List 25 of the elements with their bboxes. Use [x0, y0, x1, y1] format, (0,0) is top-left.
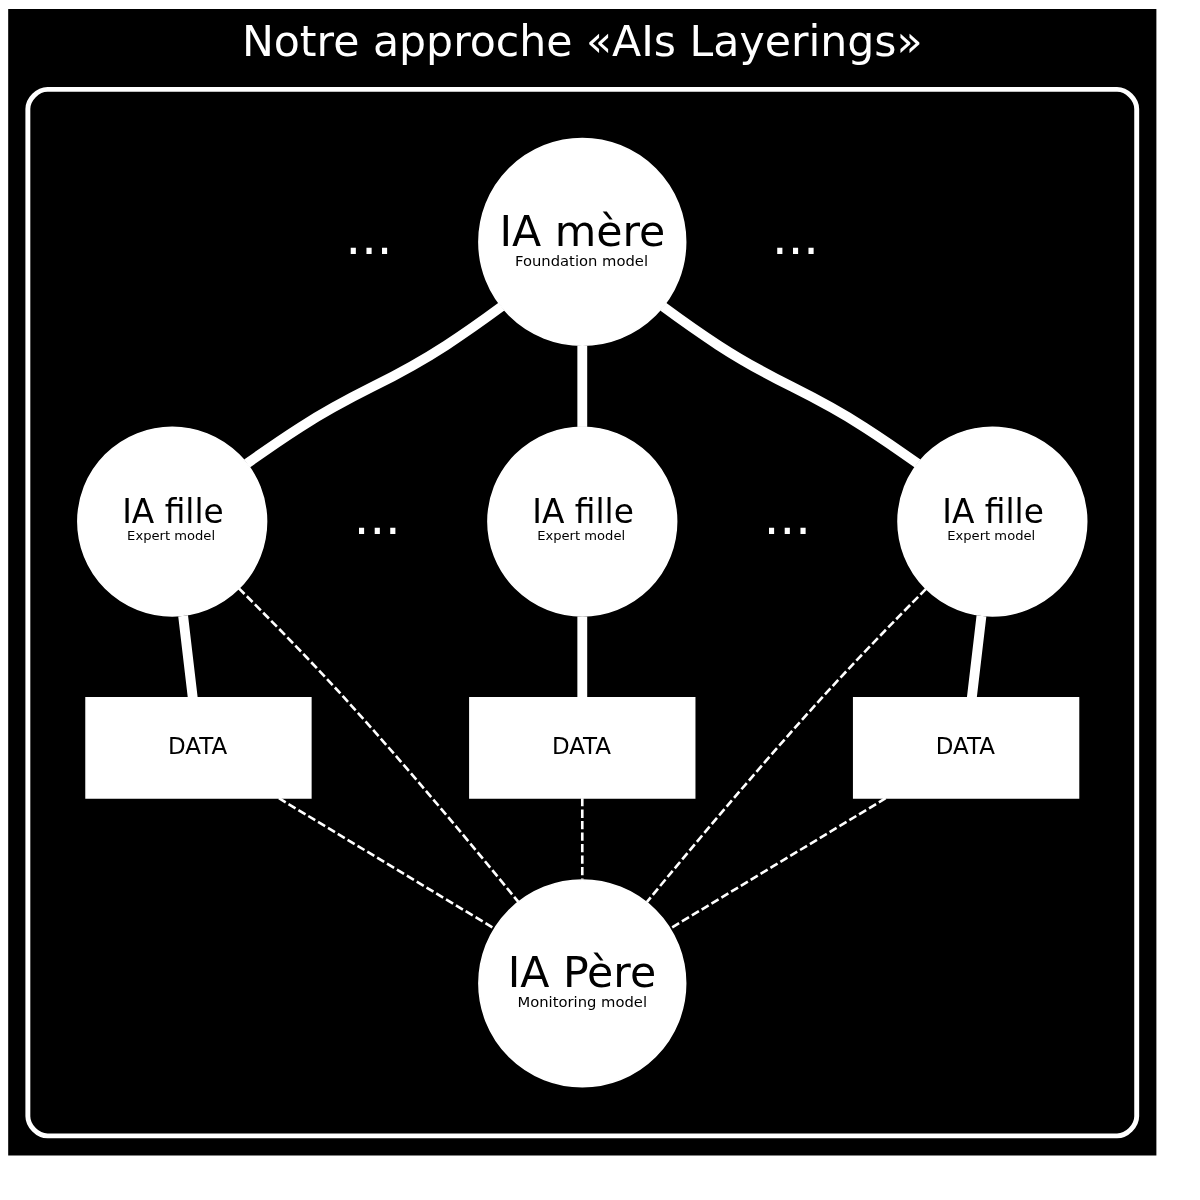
connector	[645, 588, 927, 903]
connector	[660, 302, 921, 468]
connector	[966, 615, 987, 699]
label: ...	[345, 208, 393, 267]
node-circle: IA fille Expert model	[897, 426, 1088, 617]
connector	[278, 797, 496, 930]
node-circle: IA fille Expert model	[487, 426, 678, 617]
label: ...	[772, 208, 819, 267]
node-circle: IA fille Expert model	[77, 426, 268, 617]
label: ...	[353, 487, 401, 546]
node-box: DATA	[85, 697, 312, 799]
connector	[580, 798, 584, 880]
node-box: DATA	[469, 697, 696, 799]
node-circle: IA mère Foundation model	[478, 137, 687, 347]
connector	[178, 615, 198, 699]
connector	[577, 616, 588, 698]
connector	[577, 345, 588, 427]
connector	[238, 587, 520, 903]
diagram-title: Notre approche «AIs Layerings»	[241, 16, 923, 67]
node-circle: IA Père Monitoring model	[478, 879, 687, 1088]
connector	[244, 302, 505, 468]
node-box: DATA	[852, 697, 1080, 799]
label: ...	[763, 487, 811, 546]
connector	[669, 797, 887, 930]
cluster	[25, 86, 1140, 1139]
